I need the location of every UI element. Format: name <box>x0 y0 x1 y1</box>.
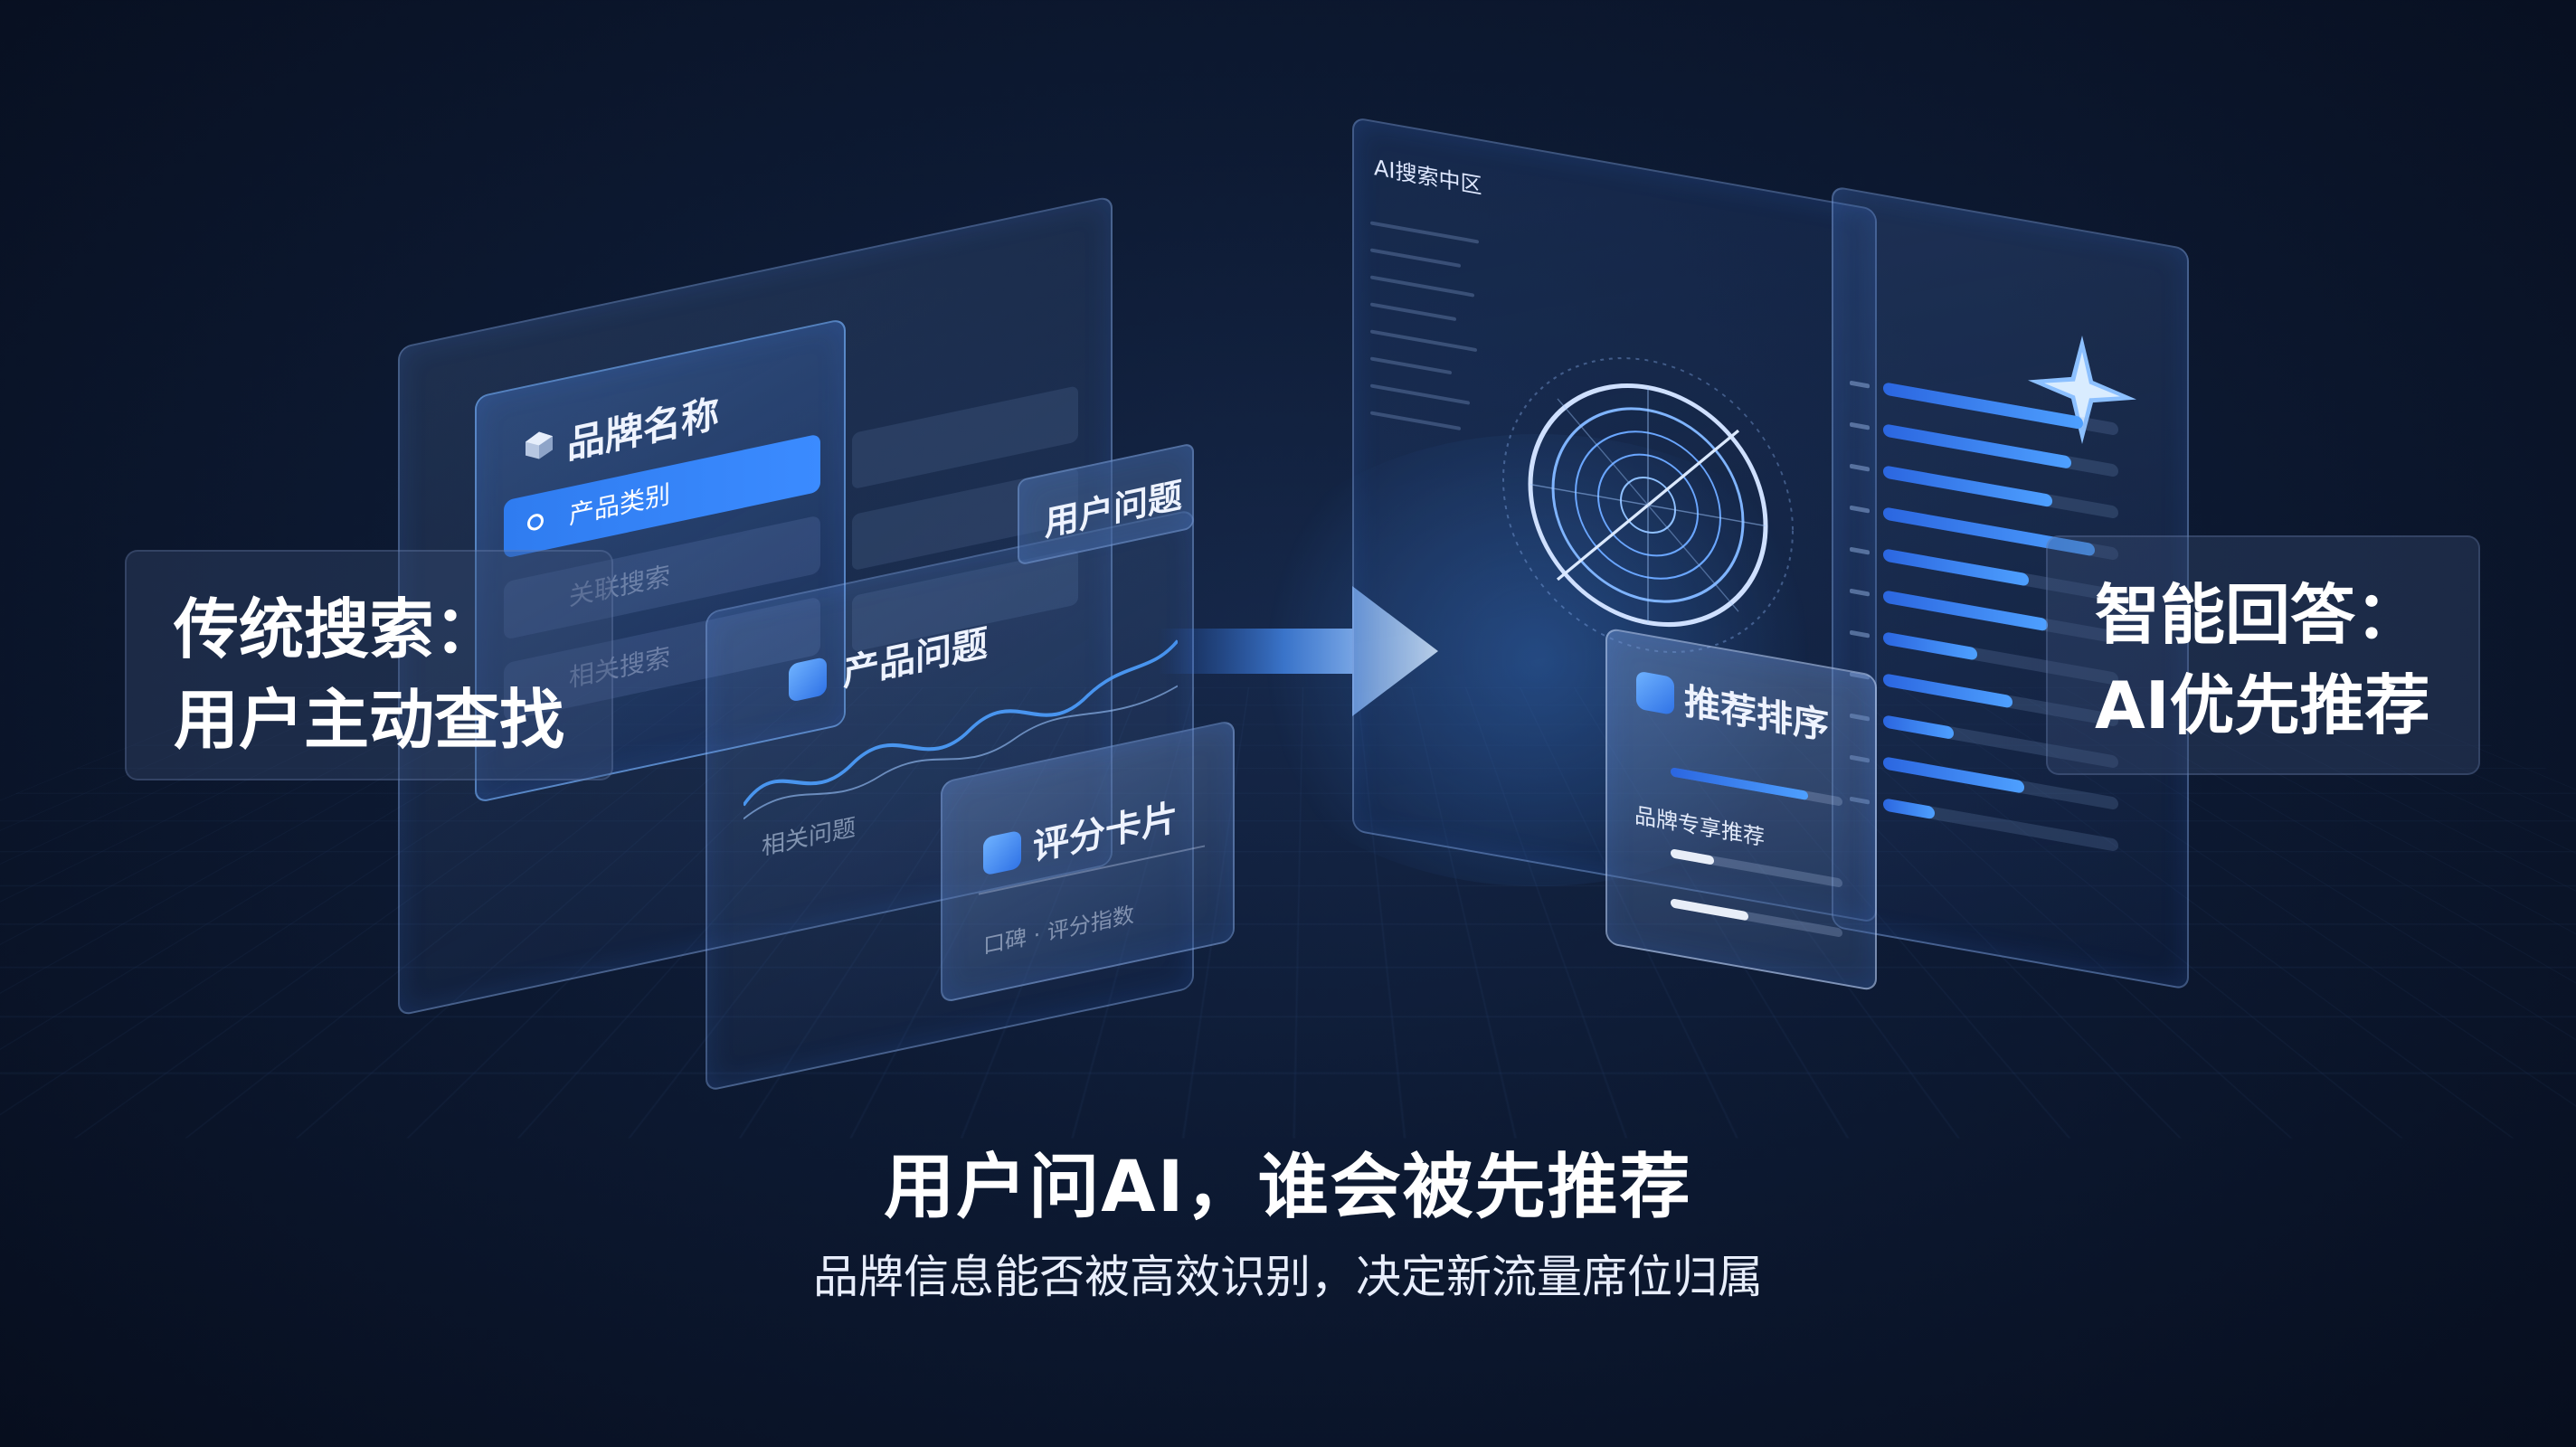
radio-icon <box>527 512 544 533</box>
text-line <box>1370 221 1479 244</box>
recommend-rank-card: 推荐排序 品牌专享推荐 <box>1605 627 1877 992</box>
text-line <box>1370 356 1452 375</box>
text-line <box>1370 329 1477 353</box>
ranking-bar-track <box>1883 798 2118 853</box>
rating-card-subtext: 口碑 · 评分指数 <box>983 902 1134 960</box>
rank-bar-track <box>1671 898 1842 938</box>
rank-bar <box>1671 898 1748 922</box>
text-line <box>1370 302 1456 322</box>
ranking-bar-track <box>1883 465 2118 520</box>
row-marker <box>1850 546 1870 555</box>
traditional-search-title: 传统搜索： <box>174 591 500 667</box>
row-marker <box>1850 629 1870 638</box>
ai-search-zone-title: AI搜索中区 <box>1374 155 1482 200</box>
smart-answer-desc: AI优先推荐 <box>2095 667 2430 743</box>
text-line <box>1370 248 1461 269</box>
headline: 用户问AI，谁会被先推荐 <box>884 1147 1692 1228</box>
row-marker <box>1850 588 1870 597</box>
product-question-card: 产品问题 相关问题 <box>706 508 1194 1092</box>
row-marker <box>1850 380 1870 389</box>
user-question-text: 用户问题 <box>1045 475 1183 544</box>
ranking-bar <box>1883 590 2048 632</box>
cube-icon <box>526 431 553 459</box>
brand-card-title: 品牌名称 <box>567 391 720 468</box>
smart-answer-label: 智能回答： AI优先推荐 <box>2046 535 2480 775</box>
product-category-label: 产品类别 <box>569 478 671 531</box>
text-line <box>1370 411 1461 431</box>
ranking-bar <box>1883 673 2012 709</box>
rank-bar <box>1671 848 1714 865</box>
row-marker <box>1850 421 1870 430</box>
ranking-bar <box>1883 756 2024 794</box>
traditional-search-desc: 用户主动查找 <box>174 682 565 758</box>
arrow-right-icon <box>1158 586 1438 716</box>
row-marker <box>1850 463 1870 472</box>
brand-name-card: 品牌名称 产品类别 关联搜索 相关搜索 <box>475 317 846 804</box>
text-line <box>1370 275 1474 298</box>
row-marker <box>1850 505 1870 514</box>
rank-bar <box>1671 767 1808 801</box>
rank-icon <box>1636 670 1674 715</box>
ai-answer-panel <box>1832 185 2189 990</box>
rating-card-title: 评分卡片 <box>1033 796 1178 869</box>
trend-wave <box>743 639 1178 820</box>
text-line <box>1370 383 1470 405</box>
ranking-bar <box>1883 798 1935 820</box>
rank-row-label: 品牌专享推荐 <box>1634 802 1765 851</box>
rank-card-title: 推荐排序 <box>1684 680 1829 749</box>
ranking-bar <box>1883 465 2052 508</box>
sparkle-icon <box>2028 336 2136 445</box>
ranking-bar <box>1883 548 2029 587</box>
radar-target-icon <box>1502 357 1794 654</box>
ranking-bar <box>1883 714 1954 740</box>
rank-bar-track <box>1671 848 1842 888</box>
smart-answer-title: 智能回答： <box>2095 577 2421 653</box>
rank-bar-track <box>1671 767 1842 807</box>
rating-icon <box>983 829 1021 876</box>
ai-search-zone-panel: AI搜索中区 <box>1352 116 1877 924</box>
ranking-bars <box>1833 188 2187 853</box>
subheadline: 品牌信息能否被高效识别，决定新流量席位归属 <box>813 1251 1763 1303</box>
traditional-search-label: 传统搜索： 用户主动查找 <box>125 550 613 780</box>
ranking-bar <box>1883 631 1977 661</box>
